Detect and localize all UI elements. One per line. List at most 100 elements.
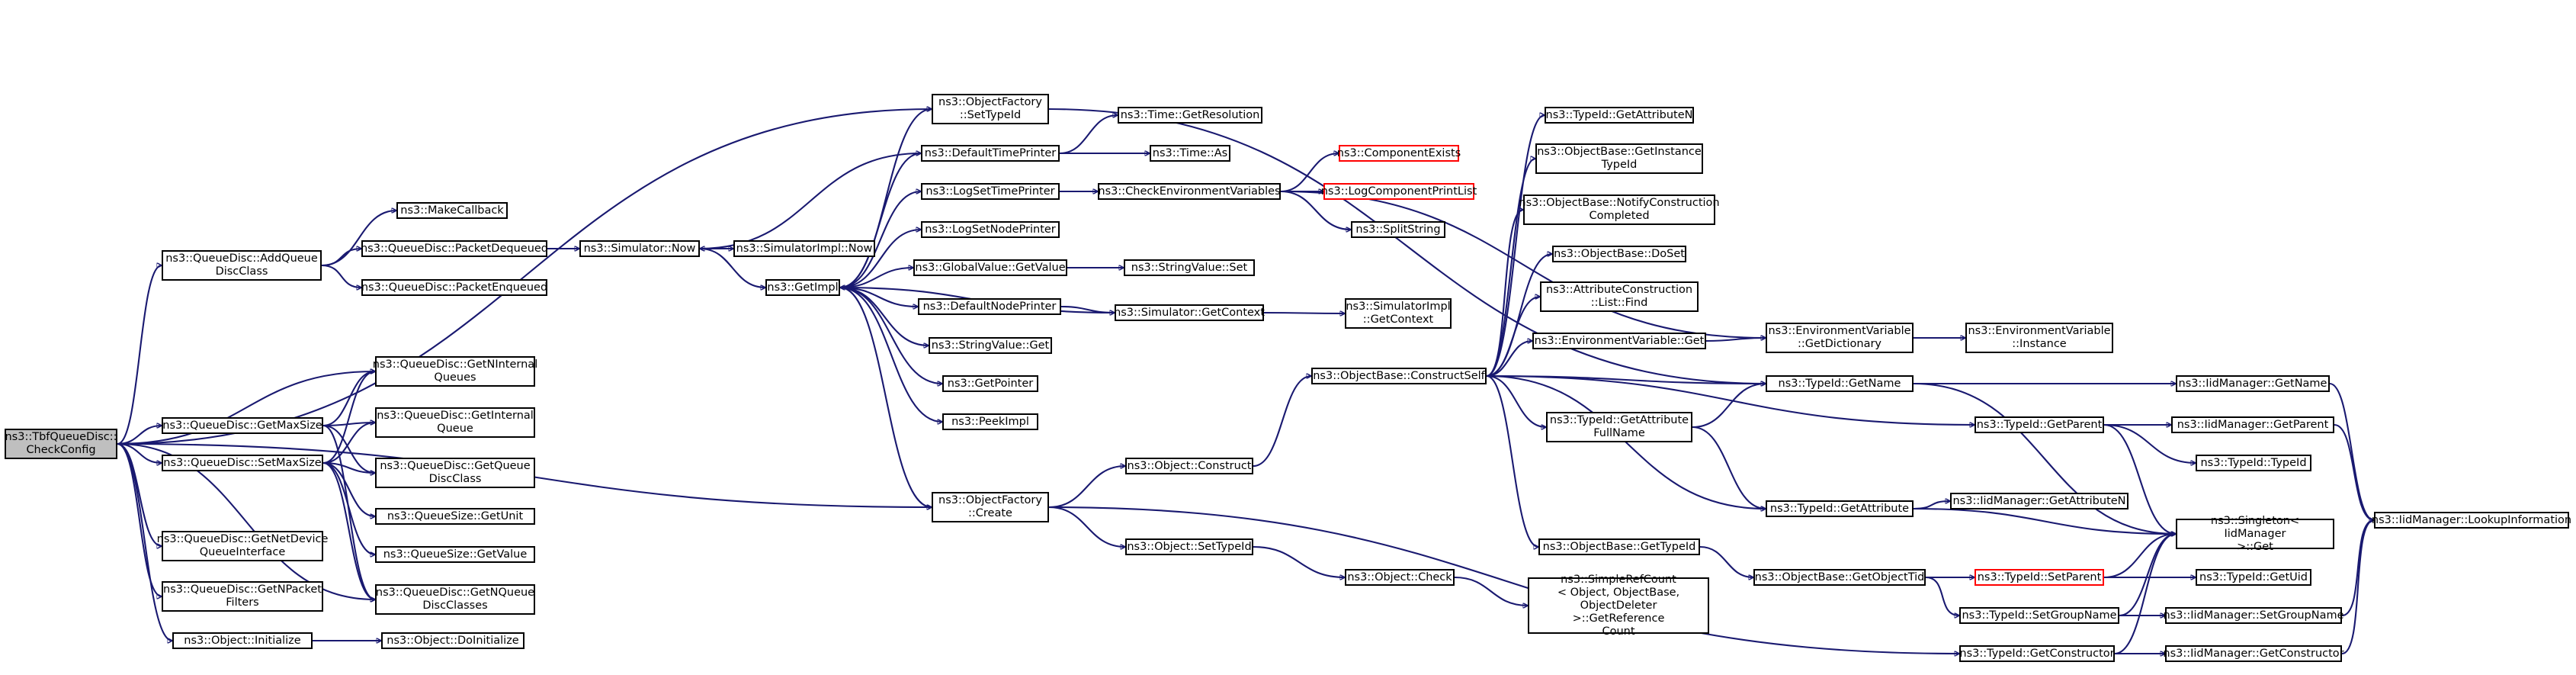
edge-root-to-getnqdc	[117, 442, 375, 599]
edge-ofcreate-to-objsettid	[1048, 506, 1125, 547]
node-iidmanager-lookupinformation[interactable]: ns3::IidManager::LookupInformation	[2372, 512, 2571, 529]
node-iidmanager-setgroupname[interactable]: ns3::IidManager::SetGroupName	[2163, 607, 2344, 624]
node-typeid-getattribute[interactable]: ns3::TypeId::GetAttribute	[1766, 500, 1914, 517]
node-iidmanager-getattributen[interactable]: ns3::IidManager::GetAttributeN	[1950, 493, 2128, 509]
node-object-check[interactable]: ns3::Object::Check	[1345, 569, 1455, 586]
edge-addqdc-to-makecb	[321, 211, 396, 267]
node-queuedisc-addqueuediscclass[interactable]: ns3::QueueDisc::AddQueue DiscClass	[162, 250, 322, 281]
edge-addqdc-to-pktenq	[321, 264, 361, 288]
node-simulatorimpl-getcontext[interactable]: ns3::SimulatorImpl ::GetContext	[1345, 298, 1452, 329]
node-object-initialize[interactable]: ns3::Object::Initialize	[172, 632, 313, 649]
edge-checkenv-to-compexists	[1280, 153, 1339, 193]
node-typeid-getattributen[interactable]: ns3::TypeId::GetAttributeN	[1545, 107, 1694, 124]
edge-tidgetattrfull-to-tidgetattr	[1692, 426, 1766, 509]
node-queuedisc-getnqueuediscclasses[interactable]: ns3::QueueDisc::GetNQueue DiscClasses	[375, 584, 535, 615]
node-objectbase-getobjecttid[interactable]: ns3::ObjectBase::GetObjectTid	[1753, 569, 1926, 586]
edge-objcheck-to-simplerc	[1454, 576, 1528, 606]
edge-ofcreate-to-objconstruct	[1048, 466, 1125, 509]
node-environmentvariable-getdictionary[interactable]: ns3::EnvironmentVariable ::GetDictionary	[1766, 323, 1914, 353]
node-objectfactory-create[interactable]: ns3::ObjectFactory ::Create	[932, 492, 1049, 522]
node-objectbase-notifyconstructioncompleted[interactable]: ns3::ObjectBase::NotifyConstruction Comp…	[1519, 194, 1720, 225]
node-queuedisc-getmaxsize[interactable]: ns3::QueueDisc::GetMaxSize	[162, 417, 323, 434]
edge-getimpl-to-getptr	[839, 286, 942, 384]
node-logcomponentprintlist[interactable]: ns3::LogComponentPrintList	[1321, 183, 1477, 200]
node-queuedisc-getnpacketfilters[interactable]: ns3::QueueDisc::GetNPacket Filters	[162, 581, 323, 612]
node-defaulttimeprinter[interactable]: ns3::DefaultTimePrinter	[921, 145, 1060, 162]
node-queuedisc-setmaxsize[interactable]: ns3::QueueDisc::SetMaxSize	[162, 455, 323, 471]
node-logsettimeprinter[interactable]: ns3::LogSetTimePrinter	[921, 183, 1060, 200]
node-stringvalue-set[interactable]: ns3::StringValue::Set	[1124, 259, 1255, 276]
node-queuedisc-getinternalqueue[interactable]: ns3::QueueDisc::GetInternal Queue	[375, 407, 535, 438]
node-typeid-getconstructor[interactable]: ns3::TypeId::GetConstructor	[1959, 645, 2115, 662]
node-objectbase-doset[interactable]: ns3::ObjectBase::DoSet	[1552, 246, 1686, 262]
node-queuesize-getunit[interactable]: ns3::QueueSize::GetUnit	[375, 508, 535, 525]
node-typeid-setgroupname[interactable]: ns3::TypeId::SetGroupName	[1959, 607, 2119, 624]
edge-root-to-objinit	[117, 442, 172, 641]
node-object-construct[interactable]: ns3::Object::Construct	[1125, 458, 1253, 474]
edge-tidgetname-to-singleton	[1913, 382, 2176, 534]
node-typeid-getparent[interactable]: ns3::TypeId::GetParent	[1975, 416, 2104, 433]
node-objectbase-gettypeid[interactable]: ns3::ObjectBase::GetTypeId	[1538, 538, 1700, 555]
node-queuedisc-getqueuediscclass[interactable]: ns3::QueueDisc::GetQueue DiscClass	[375, 458, 535, 488]
edge-getimpl-to-peekimpl	[839, 286, 942, 422]
node-componentexists[interactable]: ns3::ComponentExists	[1337, 145, 1461, 162]
node-time-getresolution[interactable]: ns3::Time::GetResolution	[1118, 107, 1262, 124]
node-iidmanager-getname[interactable]: ns3::IidManager::GetName	[2176, 375, 2330, 392]
node-queuesize-getvalue[interactable]: ns3::QueueSize::GetValue	[375, 546, 535, 563]
edge-checkenv-to-splitstr	[1280, 190, 1351, 230]
node-iidmanager-getconstructor[interactable]: ns3::IidManager::GetConstructor	[2163, 645, 2344, 662]
node-objectbase-constructself[interactable]: ns3::ObjectBase::ConstructSelf	[1311, 368, 1487, 384]
node-typeid-getuid[interactable]: ns3::TypeId::GetUid	[2196, 569, 2311, 586]
edge-setmaxsize-to-getnqdc	[322, 461, 375, 599]
edge-getmaxsize-to-getnqdc	[322, 424, 375, 599]
node-tbfqueuedisc-checkconfig[interactable]: ns3::TbfQueueDisc:: CheckConfig	[5, 429, 117, 459]
node-environmentvariable-instance[interactable]: ns3::EnvironmentVariable ::Instance	[1965, 323, 2113, 353]
node-stringvalue-get[interactable]: ns3::StringValue::Get	[929, 337, 1052, 354]
node-iidmanager-getparent[interactable]: ns3::IidManager::GetParent	[2171, 416, 2334, 433]
edge-obconstructself-to-tidgetattrn	[1486, 115, 1545, 378]
node-simulator-getcontext[interactable]: ns3::Simulator::GetContext	[1114, 304, 1265, 321]
node-simulatorimpl-now[interactable]: ns3::SimulatorImpl::Now	[733, 240, 875, 257]
edge-obconstructself-to-obgettid	[1486, 374, 1538, 547]
node-checkenvironmentvariables[interactable]: ns3::CheckEnvironmentVariables	[1098, 183, 1281, 200]
node-queuedisc-packetenqueued[interactable]: ns3::QueueDisc::PacketEnqueued	[361, 279, 547, 296]
edge-root-to-getninternal	[117, 371, 375, 445]
edge-obconstructself-to-tidgetattr	[1486, 374, 1766, 509]
node-objectbase-getinstancetypeid[interactable]: ns3::ObjectBase::GetInstance TypeId	[1535, 143, 1703, 174]
edge-getmaxsize-to-getqdc	[322, 424, 375, 473]
edge-iidgetname-to-iidlookup	[2329, 382, 2374, 520]
node-peekimpl[interactable]: ns3::PeekImpl	[942, 413, 1038, 430]
node-splitstring[interactable]: ns3::SplitString	[1351, 221, 1445, 238]
edge-ofcreate-to-tidgetctor	[1048, 506, 1959, 654]
edge-addqdc-to-pktdeq	[321, 249, 361, 267]
node-simplerefcount-getreferencecount[interactable]: ns3::SimpleRefCount < Object, ObjectBase…	[1528, 574, 1709, 638]
node-attributeconstructionlist-find[interactable]: ns3::AttributeConstruction ::List::Find	[1540, 281, 1699, 312]
node-object-settypeid[interactable]: ns3::Object::SetTypeId	[1125, 538, 1253, 555]
node-objectfactory-settypeid[interactable]: ns3::ObjectFactory ::SetTypeId	[932, 94, 1049, 124]
edge-getimpl-to-logsettp	[839, 191, 921, 289]
node-time-as[interactable]: ns3::Time::As	[1150, 145, 1230, 162]
node-typeid-setparent[interactable]: ns3::TypeId::SetParent	[1975, 569, 2104, 586]
node-getpointer[interactable]: ns3::GetPointer	[942, 375, 1038, 392]
edge-root-to-addqdc	[117, 265, 162, 445]
node-environmentvariable-get[interactable]: ns3::EnvironmentVariable::Get	[1532, 333, 1706, 349]
node-typeid-typeid[interactable]: ns3::TypeId::TypeId	[2196, 455, 2311, 471]
node-simulator-now[interactable]: ns3::Simulator::Now	[579, 240, 700, 257]
node-queuedisc-getninternalqueues[interactable]: ns3::QueueDisc::GetNInternal Queues	[373, 356, 537, 387]
edge-root-to-getnetdev	[117, 442, 162, 546]
node-getimpl[interactable]: ns3::GetImpl	[765, 279, 840, 296]
node-makecallback[interactable]: ns3::MakeCallback	[396, 202, 508, 219]
node-defaultnodeprinter[interactable]: ns3::DefaultNodePrinter	[918, 298, 1061, 315]
edge-getmaxsize-to-getninternal	[322, 371, 375, 427]
node-logsetnodeprinter[interactable]: ns3::LogSetNodePrinter	[921, 221, 1060, 238]
node-object-doinitialize[interactable]: ns3::Object::DoInitialize	[381, 632, 525, 649]
node-queuedisc-getnetdevicequeueinterface[interactable]: ns3::QueueDisc::GetNetDevice QueueInterf…	[157, 531, 328, 561]
node-typeid-getname[interactable]: ns3::TypeId::GetName	[1766, 375, 1914, 392]
node-queuedisc-packetdequeued[interactable]: ns3::QueueDisc::PacketDequeued	[361, 240, 548, 257]
node-globalvalue-getvalue[interactable]: ns3::GlobalValue::GetValue	[913, 259, 1067, 276]
edge-obconstructself-to-tidgetparent	[1486, 374, 1975, 425]
node-typeid-getattributefullname[interactable]: ns3::TypeId::GetAttribute FullName	[1546, 412, 1692, 442]
edge-obgettid-to-obgetobjtid	[1699, 545, 1753, 577]
node-singleton-iidmanager-get[interactable]: ns3::Singleton< IidManager >::Get	[2176, 515, 2334, 553]
